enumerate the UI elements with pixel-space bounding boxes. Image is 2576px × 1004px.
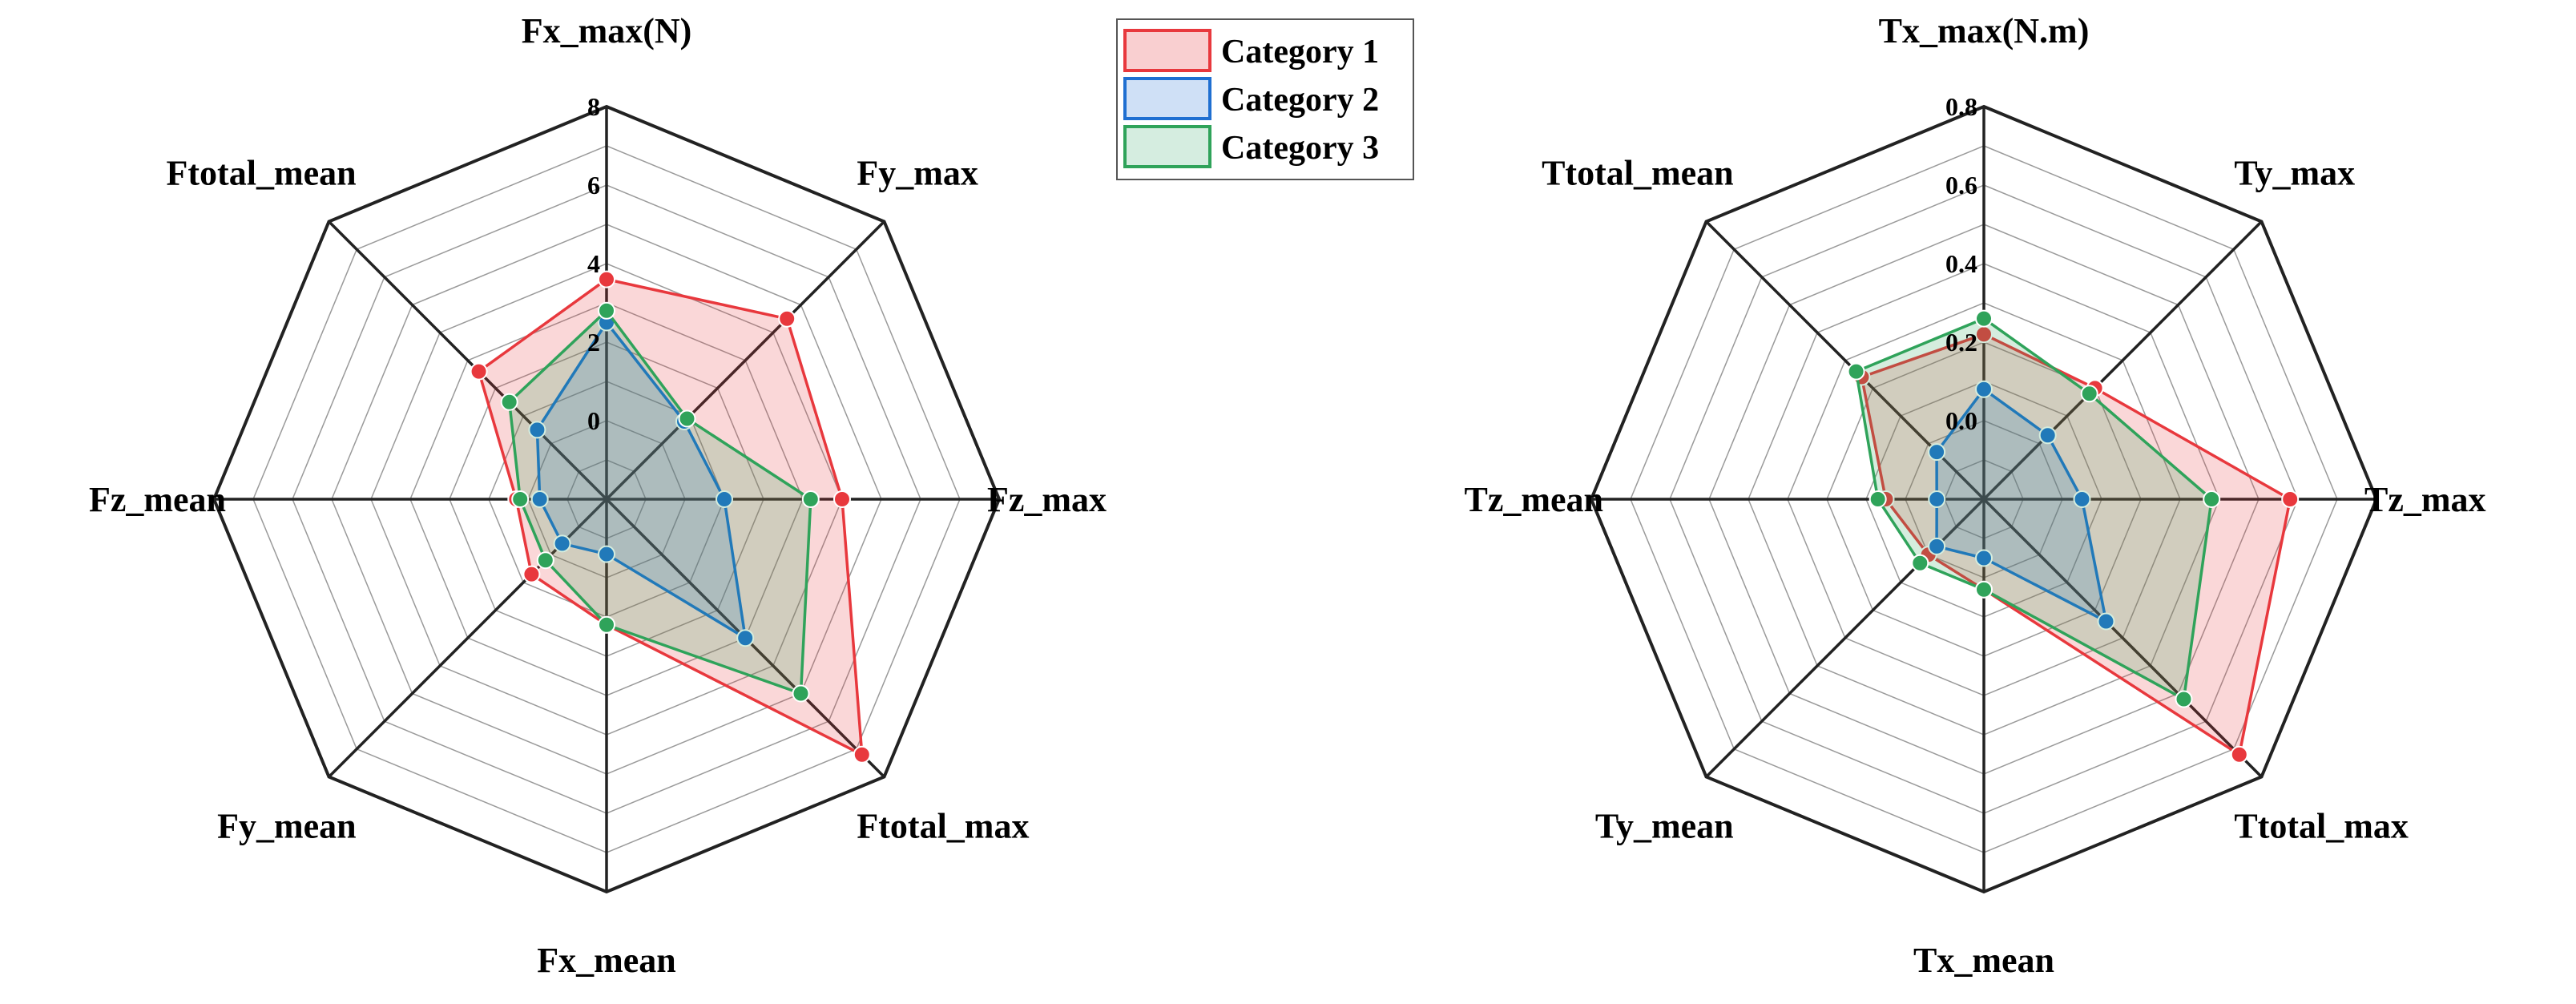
data-point-category-3-tx-max-n-m xyxy=(1975,309,1993,328)
data-point-category-3-fz-max xyxy=(801,490,820,508)
data-point-category-2-tz-max xyxy=(2073,490,2091,508)
tick-label: 0 xyxy=(587,406,600,435)
data-point-category-1-ttotal-max xyxy=(2230,745,2248,764)
data-point-category-3-ttotal-mean xyxy=(1847,362,1865,381)
data-point-category-2-tx-mean xyxy=(1975,549,1993,567)
axis-label-fz-mean: Fz_mean xyxy=(89,480,226,519)
data-point-category-1-ftotal-max xyxy=(853,745,871,764)
axis-label-ttotal-max: Ttotal_max xyxy=(2234,806,2409,845)
data-point-category-3-ty-mean xyxy=(1911,554,1929,572)
data-point-category-3-tz-mean xyxy=(1869,490,1887,508)
tick-label: 6 xyxy=(587,171,600,200)
legend-label: Category 1 xyxy=(1221,34,1379,71)
axis-label-ftotal-mean: Ftotal_mean xyxy=(167,154,357,193)
series-category-3 xyxy=(500,301,820,703)
data-point-category-2-fy-mean xyxy=(553,534,571,553)
legend-swatch xyxy=(1123,77,1211,120)
tick-label: 8 xyxy=(587,92,600,121)
data-point-category-3-ttotal-max xyxy=(2175,690,2193,708)
spoke xyxy=(328,220,608,501)
data-point-category-3-ty-max xyxy=(2080,385,2098,403)
force-radar-chart: 0 2 4 6 8 Fx_max(N) Fy_maxFz_maxFtotal_maxFx_m… xyxy=(89,11,1107,980)
data-point-category-1-fz-max xyxy=(833,490,851,508)
data-point-category-2-ftotal-mean xyxy=(528,421,546,439)
data-point-category-2-ttotal-mean xyxy=(1928,443,1946,462)
data-point-category-2-ty-max xyxy=(2038,426,2057,445)
data-point-category-2-fx-mean xyxy=(598,545,615,563)
legend-label: Category 3 xyxy=(1221,130,1379,167)
data-point-category-2-fz-max xyxy=(716,490,733,508)
axis-label-tx-mean: Tx_mean xyxy=(1913,941,2054,980)
data-point-category-2-fz-mean xyxy=(530,490,549,508)
data-point-category-3-fz-mean xyxy=(511,490,530,508)
axis-label-tx-max-n-m: Tx_max(N.m) xyxy=(1879,11,2090,50)
series-category-2 xyxy=(1928,380,2115,631)
legend-label: Category 2 xyxy=(1221,82,1379,119)
legend-swatch xyxy=(1123,29,1211,72)
axis-label-ty-max: Ty_max xyxy=(2234,154,2355,193)
legend: Category 1 Category 2 Category 3 xyxy=(1116,18,1414,180)
legend-entry-category-2: Category 2 xyxy=(1123,77,1379,120)
tick-label: 0.4 xyxy=(1945,249,1977,278)
axis-label-fx-max-n: Fx_max(N) xyxy=(522,11,692,50)
axis-label-fy-max: Fy_max xyxy=(857,154,978,193)
tick-label: 4 xyxy=(587,249,600,278)
data-point-category-2-tz-mean xyxy=(1928,490,1946,508)
axis-label-fz-max: Fz_max xyxy=(987,480,1107,519)
data-point-category-2-ttotal-max xyxy=(2097,612,2115,631)
data-point-category-1-tz-max xyxy=(2281,490,2300,508)
tick-label: 0.8 xyxy=(1945,92,1977,121)
data-point-category-3-ftotal-mean xyxy=(500,393,518,411)
series-category-3 xyxy=(1847,309,2221,708)
data-point-category-1-ftotal-mean xyxy=(470,362,488,381)
data-point-category-2-ty-mean xyxy=(1928,537,1946,555)
data-point-category-2-ftotal-max xyxy=(736,629,755,647)
axis-label-fy-mean: Fy_mean xyxy=(217,806,357,845)
data-point-category-3-fy-mean xyxy=(536,551,554,570)
legend-entry-category-1: Category 1 xyxy=(1123,29,1379,72)
axis-label-fx-mean: Fx_mean xyxy=(537,941,676,980)
data-point-category-3-ftotal-max xyxy=(792,684,810,703)
legend-entry-category-3: Category 3 xyxy=(1123,125,1379,168)
axis-label-ftotal-max: Ftotal_max xyxy=(857,806,1029,845)
spoke xyxy=(605,220,885,501)
axis-label-tz-max: Tz_max xyxy=(2364,480,2486,519)
axis-label-tz-mean: Tz_mean xyxy=(1464,480,1603,519)
series-category-1 xyxy=(470,270,871,764)
data-point-category-1-fx-max-n xyxy=(598,270,615,288)
axis-label-ty-mean: Ty_mean xyxy=(1595,806,1734,845)
data-point-category-1-fy-max xyxy=(778,309,796,328)
data-point-category-2-tx-max-n-m xyxy=(1975,380,1993,398)
spoke xyxy=(1982,220,2263,501)
legend-swatch xyxy=(1123,125,1211,168)
axis-label-ttotal-mean: Ttotal_mean xyxy=(1542,154,1734,193)
tick-label: 2 xyxy=(587,328,600,357)
data-point-category-1-fy-mean xyxy=(522,565,541,583)
spoke xyxy=(1982,498,2263,778)
data-point-category-3-fy-max xyxy=(678,409,696,428)
tick-label: 0.0 xyxy=(1945,406,1977,435)
series-area-category-3 xyxy=(1854,317,2213,701)
data-point-category-3-tx-mean xyxy=(1975,580,1993,599)
tick-label: 0.2 xyxy=(1945,328,1977,357)
tick-label: 0.6 xyxy=(1945,171,1977,200)
torque-radar-chart: 0.00.20.40.60.8Tx_max(N.m)Ty_maxTz_maxTt… xyxy=(1464,11,2485,980)
data-point-category-3-fx-max-n xyxy=(598,301,615,320)
data-point-category-3-tz-max xyxy=(2203,490,2221,508)
data-point-category-3-fx-mean xyxy=(598,615,615,634)
